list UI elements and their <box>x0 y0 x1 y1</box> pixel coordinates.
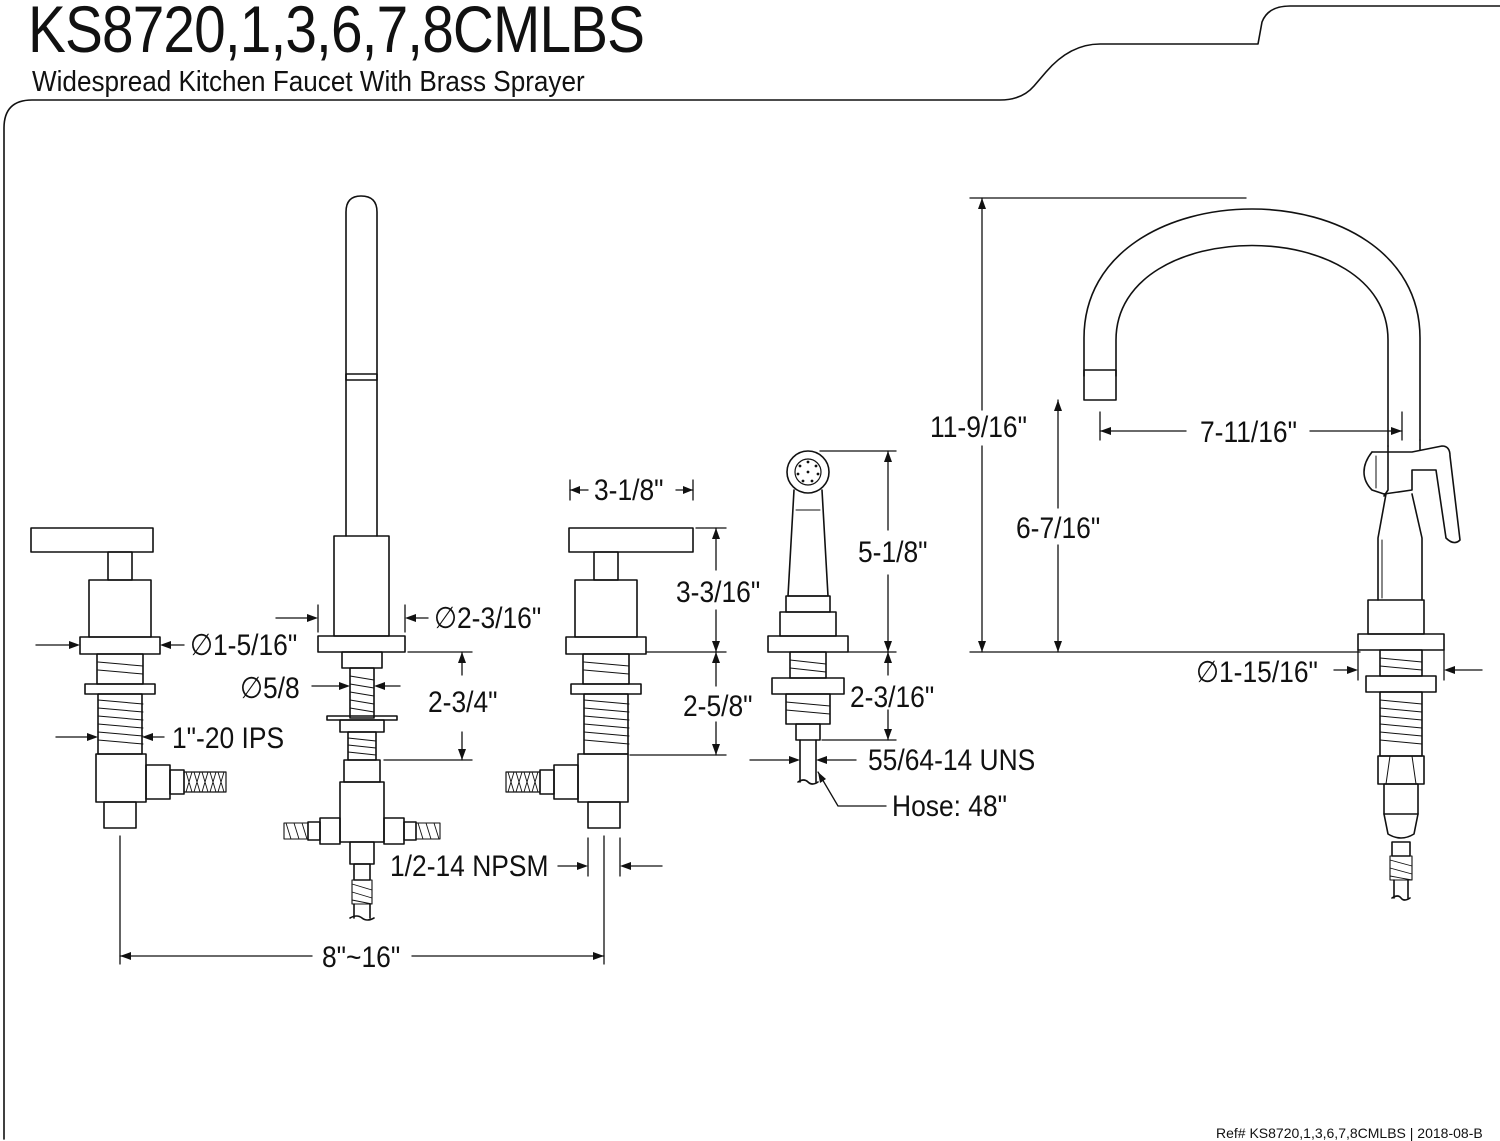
spout-arc <box>1083 208 1421 447</box>
dim-inlet-thread: 1/2-14 NPSM <box>390 850 549 883</box>
reference-footer: Ref# KS8720,1,3,6,7,8CMLBS | 2018-08-B <box>1216 1125 1483 1141</box>
dim-handle-width: 3-1/8" <box>594 474 664 507</box>
arrowheads <box>69 198 1455 960</box>
dim-spout-base-diameter: ∅2-3/16" <box>434 602 542 635</box>
spout-front-view <box>283 195 441 921</box>
dim-sprayer-height: 5-1/8" <box>858 536 928 569</box>
sprayer <box>767 450 849 785</box>
dim-spout-base-diameter-side: ∅1-15/16" <box>1196 656 1318 689</box>
dim-overall-height: 11-9/16" <box>930 411 1027 444</box>
dim-spread: 8"~16" <box>322 941 401 974</box>
dim-nut-diameter: ∅5/8 <box>240 672 300 705</box>
dim-handle-height: 3-3/16" <box>676 576 761 609</box>
dim-shank-thread: 1"-20 IPS <box>172 722 285 755</box>
dim-spout-shank-length: 2-3/4" <box>428 686 498 719</box>
side-sprayer-lever <box>1371 445 1461 544</box>
product-description: Widespread Kitchen Faucet With Brass Spr… <box>32 66 585 98</box>
model-title: KS8720,1,3,6,7,8CMLBS <box>28 0 645 66</box>
dim-spout-clearance: 6-7/16" <box>1016 512 1101 545</box>
right-handle-lever <box>568 527 694 553</box>
left-handle-lever <box>30 527 154 553</box>
dim-sprayer-shank-length: 2-3/16" <box>850 681 935 714</box>
right-supply-hose <box>505 771 541 793</box>
dim-flange-diameter: ∅1-5/16" <box>190 629 298 662</box>
dim-spout-reach: 7-11/16" <box>1200 416 1297 449</box>
left-shank-thread <box>97 661 144 745</box>
left-handle-valve <box>30 527 227 829</box>
left-supply-hose <box>183 771 227 793</box>
sprayer-head <box>786 450 830 494</box>
dim-sprayer-thread: 55/64-14 UNS <box>868 744 1036 777</box>
spout-tube <box>345 195 378 537</box>
right-handle-valve <box>505 527 694 829</box>
sheet-frame <box>3 5 1500 1140</box>
dim-valve-shank-length: 2-5/8" <box>683 690 753 723</box>
dim-hose-length: Hose: 48" <box>892 790 1008 823</box>
spout-side-view <box>1083 208 1461 901</box>
